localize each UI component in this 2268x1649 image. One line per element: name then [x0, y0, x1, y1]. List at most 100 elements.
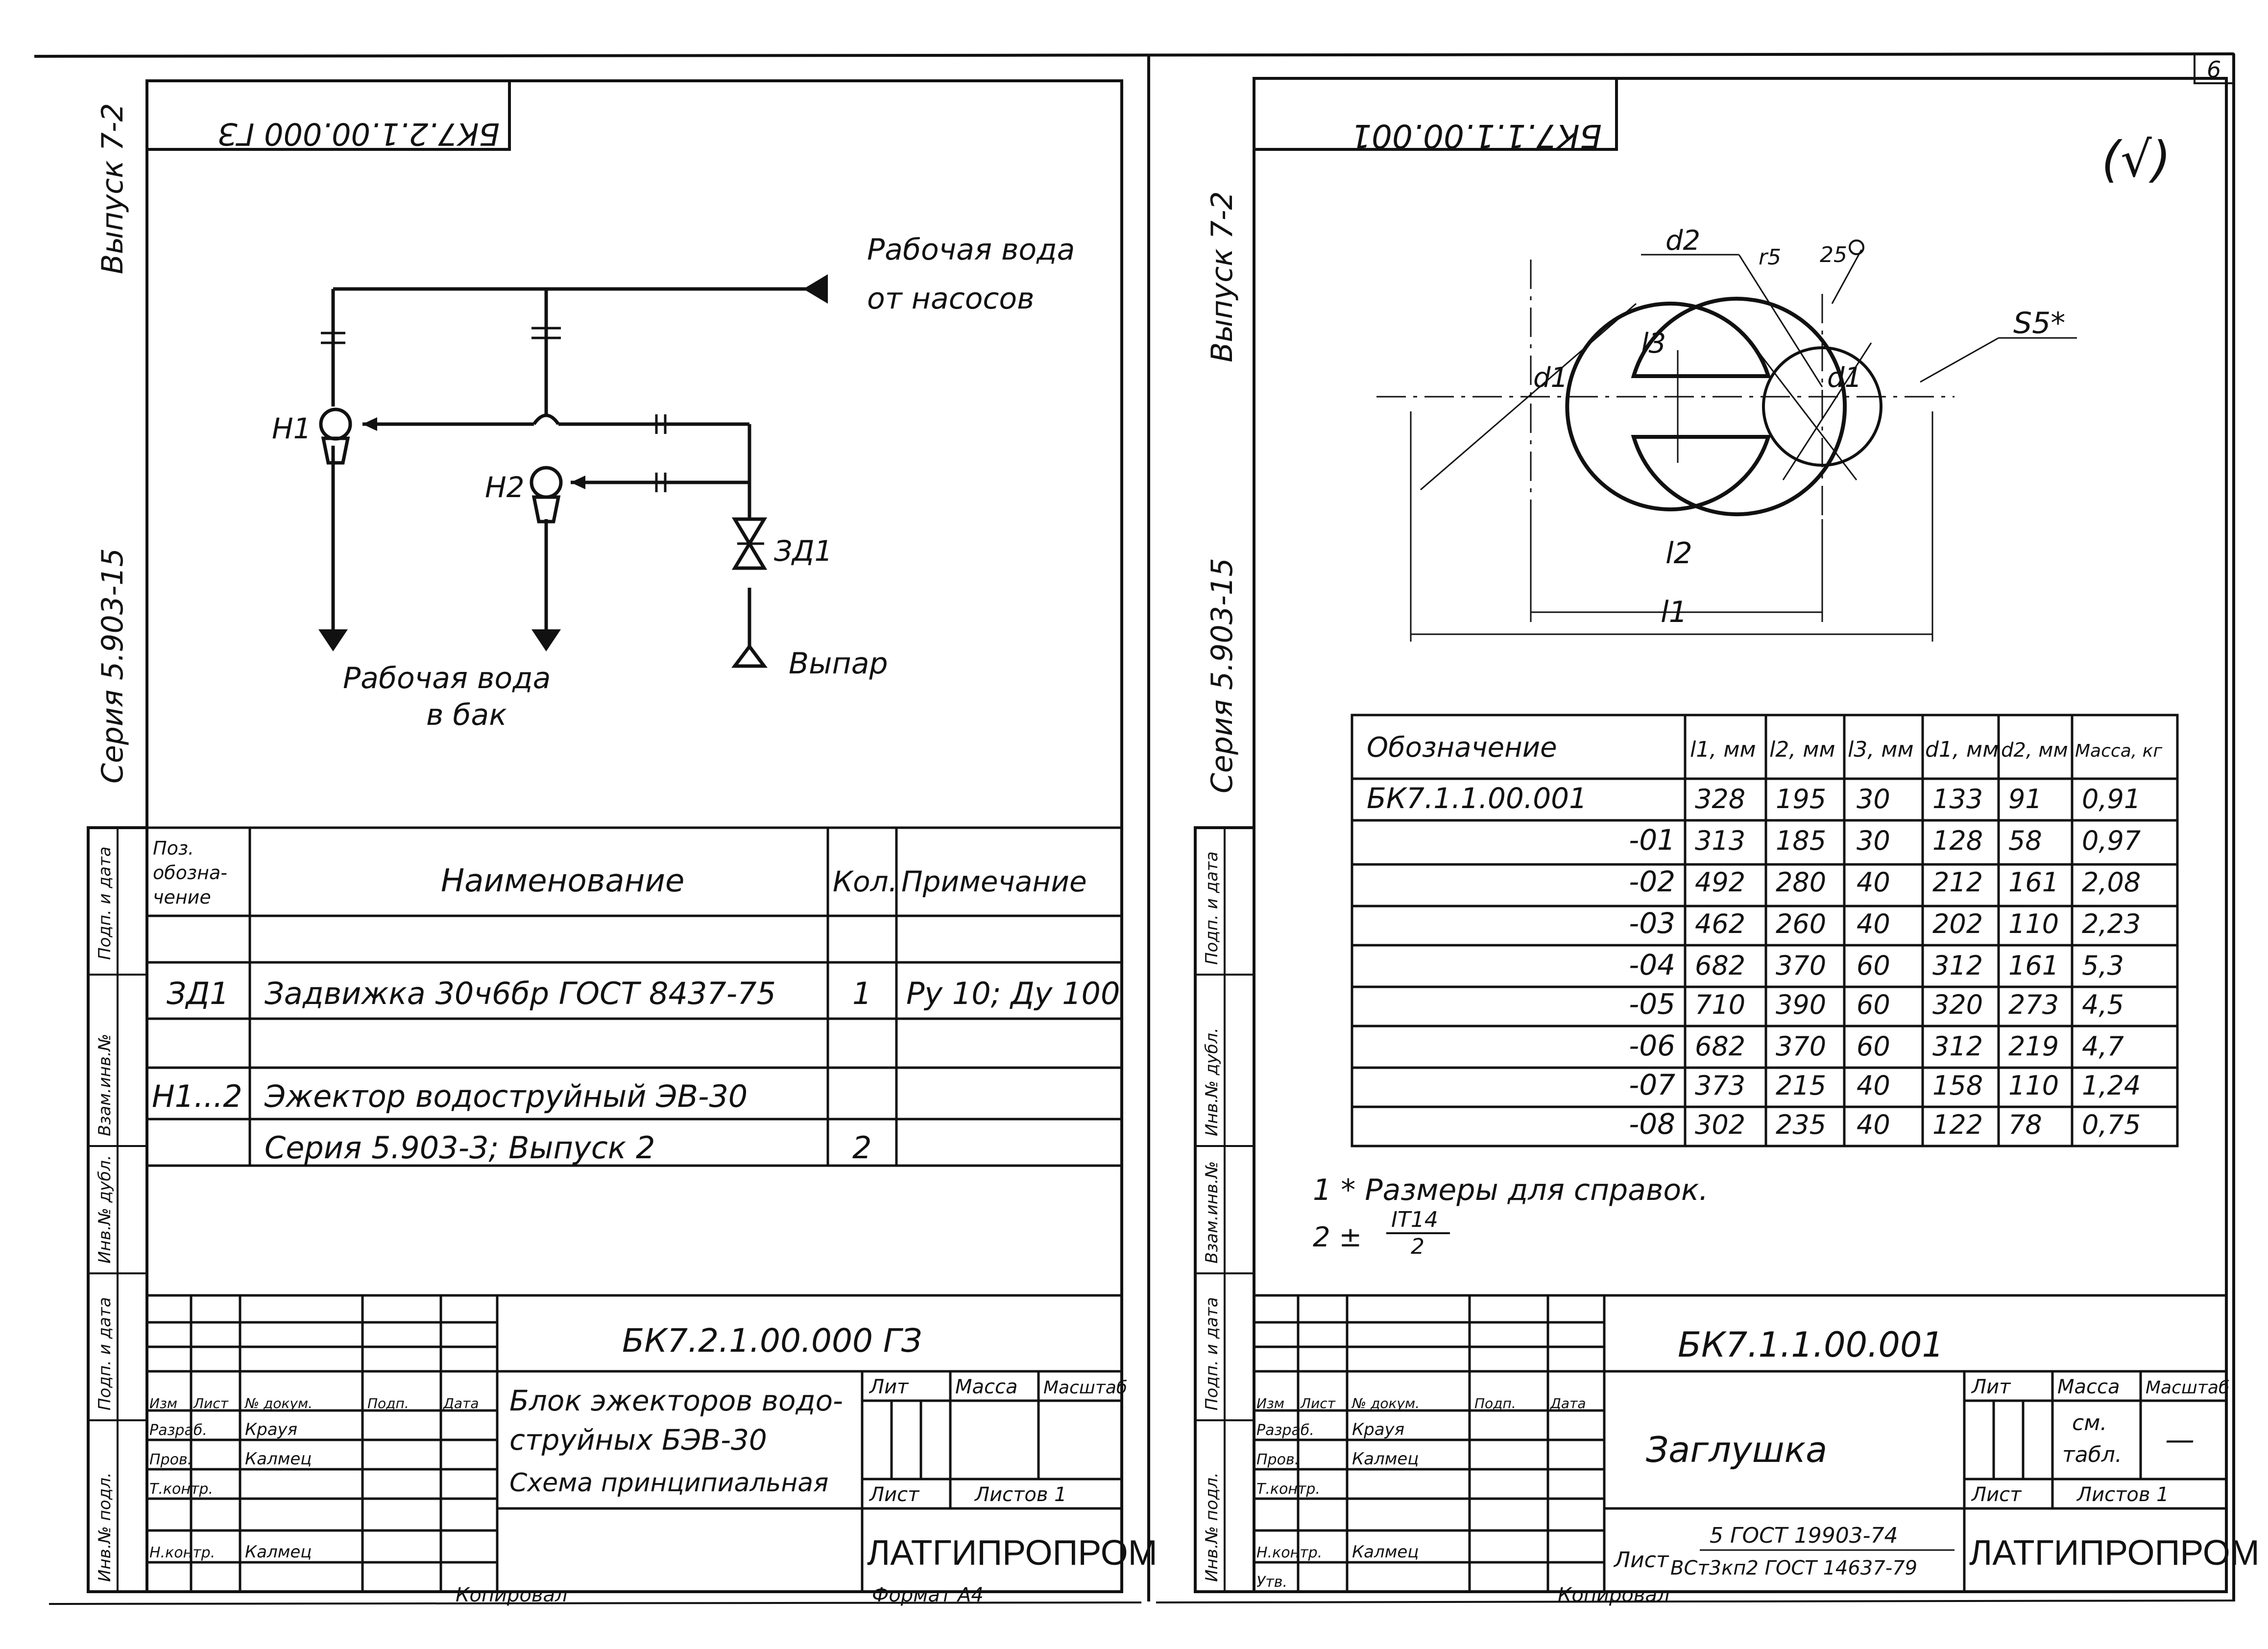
dim-table-cell: 4,7 — [2082, 1031, 2124, 1062]
dim-table-cell: 280 — [1776, 867, 1826, 898]
dim-table-cell: 4,5 — [2082, 989, 2124, 1020]
right-signer: Калмец — [1352, 1542, 1419, 1562]
dim-table-designation: -02 — [1629, 865, 1675, 898]
dim-table-header: Обозначение — [1367, 732, 1557, 764]
spec-table-grid — [145, 826, 1123, 1167]
dim-l1: l1 — [1661, 595, 1688, 629]
plug-part-outline — [1565, 297, 1847, 516]
left-hdr-cell: Дата — [442, 1395, 479, 1411]
dim-table-cell: 320 — [1932, 989, 1983, 1020]
dim-table-cell: 273 — [2008, 989, 2059, 1020]
dim-table-cell: 370 — [1776, 1031, 1826, 1062]
dim-table-cell: 40 — [1857, 1109, 1890, 1140]
spec-row-pos: Н1...2 — [152, 1078, 242, 1114]
right-stamp-cell: Подп. и дата — [1202, 1297, 1222, 1410]
left-title-block — [147, 1294, 1122, 1592]
right-hdr-cell: Дата — [1549, 1395, 1586, 1411]
right-hdr-cell: Изм — [1256, 1395, 1284, 1411]
left-signer: Крауя — [245, 1420, 297, 1439]
vent-label: Выпар — [789, 646, 888, 681]
dim-table-cell: 462 — [1695, 908, 1745, 939]
material-top: 5 ГОСТ 19903-74 — [1710, 1523, 1898, 1548]
spec-row-note: Ру 10; Ду 100 — [906, 976, 1120, 1011]
left-sheets-lbl: Листов 1 — [974, 1483, 1067, 1506]
dim-table-cell: 312 — [1932, 950, 1983, 981]
outlet-label-2: в бак — [426, 698, 507, 732]
dim-r5: r5 — [1759, 245, 1781, 270]
material-label: Лист — [1613, 1548, 1669, 1573]
dim-table-cell: 158 — [1932, 1070, 1983, 1101]
plug-centerlines — [1376, 260, 1954, 534]
spec-header-pos-2: обозна- — [153, 862, 227, 884]
dim-table-cell: 78 — [2008, 1109, 2042, 1140]
dim-table-cell: 390 — [1776, 989, 1826, 1020]
right-mirrored-code: БК7.1.1.00.001 — [1351, 117, 1602, 155]
dim-table-cell: 60 — [1857, 989, 1890, 1020]
dim-table-header: l2, мм — [1769, 737, 1835, 762]
left-role: Пров. — [149, 1451, 192, 1468]
dim-table-cell: 30 — [1857, 784, 1890, 814]
left-hdr-cell: Лист — [193, 1395, 229, 1411]
dim-table-designation: -08 — [1629, 1107, 1675, 1141]
right-title-block — [1254, 1294, 2226, 1592]
ejector-h1-label: Н1 — [272, 412, 312, 445]
left-stamp-cell: Подп. и дата — [95, 846, 115, 960]
dim-table-cell: 212 — [1932, 867, 1983, 898]
dim-table-cell: 370 — [1776, 950, 1826, 981]
dim-table-cell: 60 — [1857, 1031, 1890, 1062]
dim-table-cell: 40 — [1857, 1070, 1890, 1101]
right-footer-copied: Копировал — [1558, 1584, 1670, 1606]
left-signer: Калмец — [245, 1449, 312, 1469]
right-role: Н.контр. — [1256, 1544, 1322, 1561]
left-margin-issue: Выпуск 7-2 — [96, 103, 130, 274]
dim-table-cell: 302 — [1695, 1109, 1745, 1140]
dim-table-cell: 195 — [1776, 784, 1826, 814]
dim-table-cell: 313 — [1695, 825, 1745, 856]
plug-dimension-lines — [1410, 249, 2077, 642]
left-mirrored-code-box — [145, 79, 511, 151]
dim-table-cell: 682 — [1695, 950, 1745, 981]
left-title-code: БК7.2.1.00.000 ГЗ — [622, 1322, 922, 1360]
left-stamp-cell: Инв.№ дубл. — [95, 1155, 115, 1264]
dim-l3: l3 — [1641, 328, 1666, 359]
left-margin-series: Серия 5.903-15 — [96, 548, 130, 784]
dim-table-cell: 30 — [1857, 825, 1890, 856]
scheme-arrowheads — [318, 274, 828, 651]
spec-row-name: Эжектор водоструйный ЭВ-30 — [264, 1078, 748, 1114]
valve-label: ЗД1 — [774, 534, 832, 568]
right-scale-val: — — [2165, 1423, 2195, 1457]
spec-row-qty: 1 — [852, 976, 871, 1011]
dim-table-cell: 5,3 — [2082, 950, 2124, 981]
right-org: ЛАТГИПРОПРОМ — [1969, 1533, 2260, 1573]
right-hdr-cell: Лист — [1300, 1395, 1336, 1411]
dim-table-cell: 373 — [1695, 1070, 1745, 1101]
right-title-code: БК7.1.1.00.001 — [1678, 1325, 1944, 1365]
spec-header-qty: Кол. — [833, 865, 897, 898]
spec-row-name: Задвижка 30ч6бр ГОСТ 8437-75 — [265, 976, 776, 1011]
dim-table-cell: 133 — [1932, 784, 1983, 814]
right-hdr-cell: Подп. — [1474, 1395, 1516, 1411]
note-2-denominator: 2 — [1411, 1234, 1424, 1259]
dim-table-designation: -01 — [1629, 823, 1675, 857]
right-stamp-cell: Взам.инв.№ — [1202, 1161, 1222, 1264]
left-sheet-lbl: Лист — [869, 1483, 920, 1506]
dim-table-cell: 161 — [2008, 950, 2059, 981]
dim-table-cell: 682 — [1695, 1031, 1745, 1062]
dim-table-grid — [1351, 714, 2179, 1147]
dim-table-cell: 58 — [2008, 825, 2042, 856]
dim-table-cell: 110 — [2008, 1070, 2059, 1101]
dim-table-cell: 235 — [1776, 1109, 1826, 1140]
right-sheet-lbl: Лист — [1971, 1483, 2022, 1506]
dim-table-designation: -03 — [1629, 907, 1675, 940]
right-signer: Крауя — [1352, 1420, 1404, 1439]
dim-s5: S5* — [2013, 306, 2065, 340]
left-role: Т.контр. — [149, 1481, 213, 1498]
left-stamp-cell: Инв.№ подл. — [95, 1472, 115, 1582]
right-stamp-cell: Инв.№ дубл. — [1202, 1028, 1222, 1136]
dim-table-cell: 185 — [1776, 825, 1826, 856]
dim-table-cell: 40 — [1857, 867, 1890, 898]
dim-r25: 25 — [1820, 242, 1847, 267]
dim-table-designation: -04 — [1629, 948, 1675, 981]
dim-table-header: Масса, кг — [2075, 741, 2163, 761]
